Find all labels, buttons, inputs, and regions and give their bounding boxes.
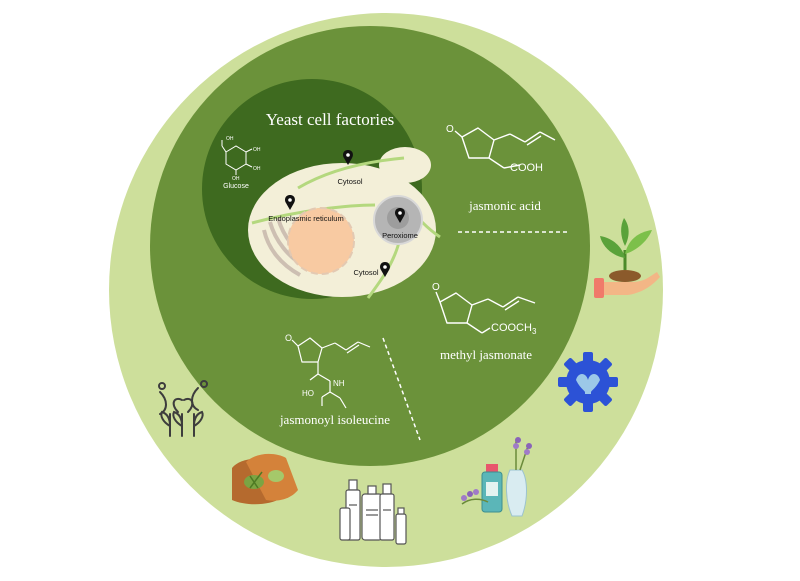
methyl-jasmonate-structure <box>435 291 536 334</box>
methyl-jasmonate-ketone: O <box>432 282 440 293</box>
diagram-title: Yeast cell factories <box>266 110 395 129</box>
er-label: Endoplasmic reticulum <box>268 214 343 223</box>
yeast-cell <box>248 147 441 299</box>
location-pin-icon <box>343 150 353 165</box>
sprout-in-hand-icon <box>594 218 660 298</box>
jasmonic-acid-group: COOH <box>510 162 543 174</box>
plant-network-icon <box>158 380 208 437</box>
location-pin-icon <box>285 195 295 210</box>
glucose-oh-label: OH <box>253 147 261 153</box>
jasmonic-acid-structure <box>454 127 556 169</box>
ja-ile-ketone: O <box>285 333 292 343</box>
ja-ile-nh: NH <box>333 379 345 388</box>
nucleus <box>287 207 355 275</box>
jasmonic-acid-label: jasmonic acid <box>468 198 541 213</box>
cytosol-bottom-label: Cytosol <box>353 268 378 277</box>
subscript: 3 <box>532 327 537 336</box>
glucose-structure <box>221 140 253 175</box>
pathway-track <box>297 156 405 190</box>
cosmetic-bottles-icon <box>339 479 407 545</box>
jasmonoyl-isoleucine-label: jasmonoyl isoleucine <box>279 412 390 427</box>
ja-ile-ho: HO <box>302 389 314 398</box>
methyl-jasmonate-label: methyl jasmonate <box>440 347 532 362</box>
jasmonic-acid-ketone: O <box>446 124 454 135</box>
glucose-oh-label: OH <box>226 136 234 142</box>
peroxisome-label: Peroxiome <box>382 231 418 240</box>
lavender-perfume-icon <box>461 437 532 517</box>
location-pin-icon <box>395 208 405 223</box>
gear-icon <box>558 352 618 412</box>
glucose-oh-label: OH <box>253 166 261 172</box>
methyl-jasmonate-group: COOCH3 <box>491 322 537 336</box>
glucose-oh-label: OH <box>232 176 240 182</box>
jasmonoyl-isoleucine-structure <box>291 337 371 409</box>
pathway-track <box>420 220 441 239</box>
seed-bags-icon <box>232 453 298 505</box>
glucose-label: Glucose <box>223 183 249 190</box>
location-pin-icon <box>380 262 390 277</box>
cytosol-top-label: Cytosol <box>337 177 362 186</box>
